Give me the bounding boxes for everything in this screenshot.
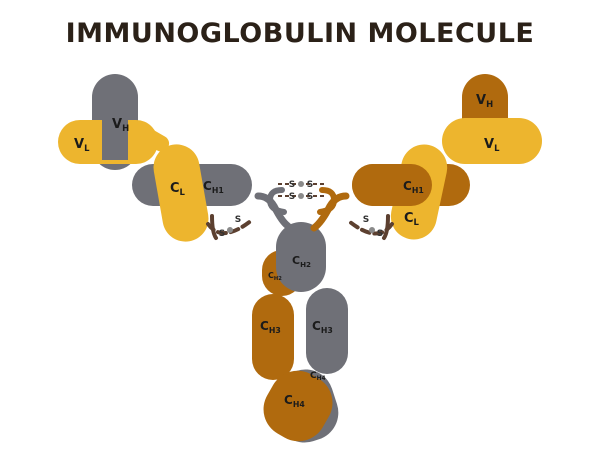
s-label: S <box>307 180 313 190</box>
label-vh-left: VH <box>112 117 129 133</box>
label-vh-right: VH <box>476 93 493 109</box>
s-label: S <box>289 180 295 190</box>
hinge-gray-hook <box>266 187 287 215</box>
ch3-bronze-domain <box>252 294 294 380</box>
cl-left-domain <box>153 144 209 242</box>
label-ch4-bronze: CH4 <box>284 393 305 409</box>
label-ch3-bronze: CH3 <box>260 319 281 335</box>
s-label: S <box>289 192 295 202</box>
label-ch3-gray: CH3 <box>312 319 333 335</box>
s-label: S <box>377 229 383 239</box>
ch3-gray-domain <box>306 288 348 374</box>
ch2-gray-domain <box>276 222 326 292</box>
label-ch4-gray: CH4 <box>310 371 326 382</box>
label-vl-right: VL <box>484 137 500 153</box>
s-label: S <box>235 215 241 225</box>
label-cl-left: CL <box>170 181 186 197</box>
ch4-bronze-domain <box>263 370 333 442</box>
s-label: S <box>307 192 313 202</box>
label-ch2-bronze: CH2 <box>268 271 282 282</box>
diagram-title: IMMUNOGLOBULIN MOLECULE <box>66 18 535 49</box>
label-cl-right: CL <box>404 211 420 227</box>
disulfide-bond-right <box>348 220 394 236</box>
label-vl-left: VL <box>74 137 90 153</box>
s-label: S <box>219 229 225 239</box>
vl-right-domain <box>442 118 542 164</box>
hinge-bronze-hook <box>317 187 338 215</box>
label-ch2-gray: CH2 <box>292 254 311 269</box>
disulfide-bond-left <box>206 218 254 235</box>
s-label: S <box>363 215 369 225</box>
label-ch1-left: CH1 <box>203 179 224 195</box>
label-ch1-right: CH1 <box>403 179 424 195</box>
